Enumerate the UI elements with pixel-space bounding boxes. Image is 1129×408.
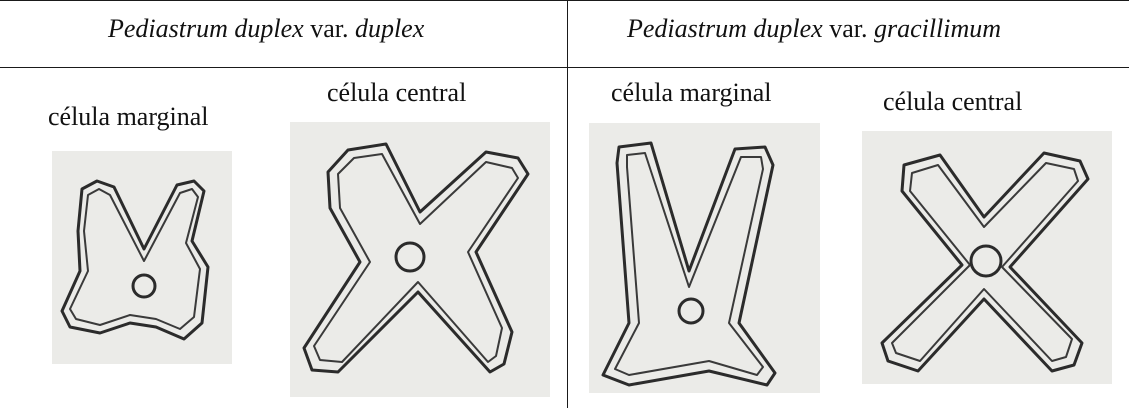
central-cell-drawing bbox=[290, 122, 550, 397]
variety-name: gracillimum bbox=[874, 14, 1001, 43]
column-divider bbox=[567, 0, 568, 408]
species-name: Pediastrum duplex bbox=[627, 14, 823, 43]
marginal-cell-image-gracillimum bbox=[589, 123, 820, 393]
central-cell-image-duplex bbox=[290, 122, 550, 397]
header-bottom-rule bbox=[0, 67, 1129, 68]
label-central-cell-gracillimum: célula central bbox=[883, 87, 1022, 117]
label-marginal-cell-gracillimum: célula marginal bbox=[611, 78, 772, 108]
marginal-cell-drawing bbox=[589, 123, 820, 393]
label-marginal-cell-duplex: célula marginal bbox=[48, 102, 209, 132]
header-var-duplex: Pediastrum duplex var. duplex bbox=[108, 14, 424, 44]
species-name: Pediastrum duplex bbox=[108, 14, 304, 43]
central-cell-image-gracillimum bbox=[862, 131, 1112, 384]
var-word: var. bbox=[310, 14, 348, 43]
var-word: var. bbox=[829, 14, 867, 43]
header-var-gracillimum: Pediastrum duplex var. gracillimum bbox=[627, 14, 1001, 44]
table-top-rule bbox=[0, 0, 1129, 1]
variety-name: duplex bbox=[355, 14, 424, 43]
marginal-cell-image-duplex bbox=[52, 151, 232, 364]
central-cell-drawing bbox=[862, 131, 1112, 384]
label-central-cell-duplex: célula central bbox=[327, 78, 466, 108]
marginal-cell-drawing bbox=[52, 151, 232, 364]
